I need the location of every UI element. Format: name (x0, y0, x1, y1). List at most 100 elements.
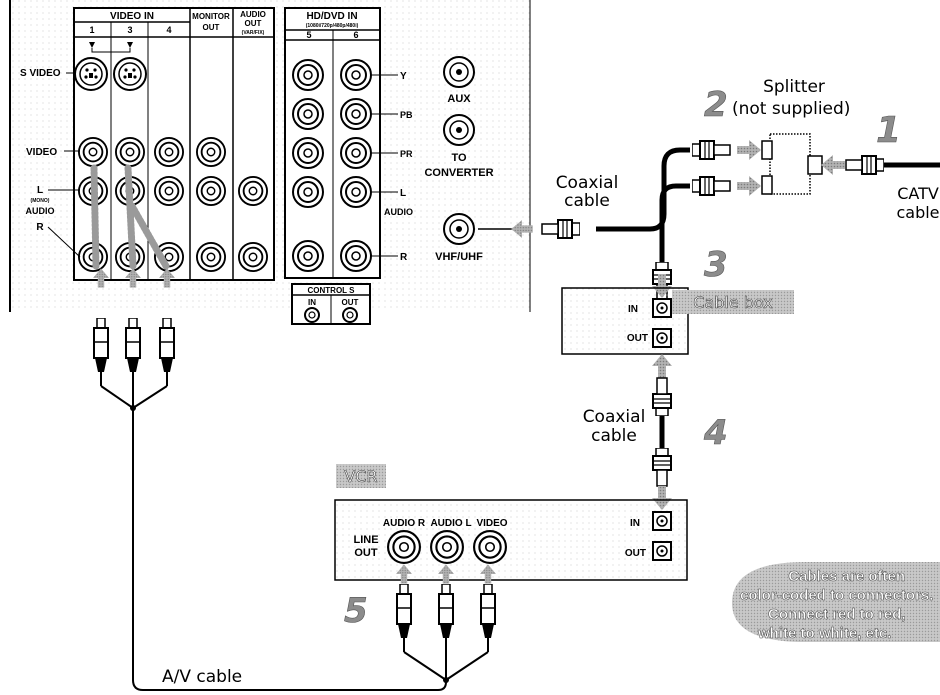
pb-jack-5 (292, 98, 324, 130)
vcr-out-label: OUT (625, 548, 646, 559)
arrow-to-splitter-bottom (737, 176, 761, 196)
vhf-uhf-jack (443, 213, 475, 245)
audio-l-jack-4 (154, 176, 184, 206)
av-plug-video-vcr (480, 584, 496, 652)
coax-connector-splitter-bottom (692, 176, 731, 196)
av-plug-audio-r-tv (93, 318, 109, 386)
catv-connector (845, 155, 884, 175)
hd-audio-l-jack-6 (340, 176, 372, 208)
col-4-label: 4 (166, 25, 171, 35)
s-video-label: S VIDEO (20, 68, 61, 79)
step-5: 5 (344, 591, 368, 631)
control-s-in-label: IN (308, 298, 316, 307)
coax-label-1-line2: cable (564, 191, 610, 211)
note-line-2: color-coded to connectors. (740, 587, 933, 604)
av-cable-label: A/V cable (162, 667, 242, 687)
coax-label-2-line1: Coaxial (583, 407, 646, 427)
av-plug-audio-l-tv (159, 318, 175, 386)
vcr-video-label: VIDEO (476, 518, 507, 529)
control-s-panel: CONTROL S IN OUT (291, 283, 371, 325)
coax-connector-cable-box-out (652, 377, 672, 416)
vcr-in-label: IN (630, 518, 640, 529)
vhf-uhf-label: VHF/UHF (435, 251, 483, 263)
coax-splitter-to-cable-box (652, 176, 761, 301)
av-plug-audio-r-vcr (396, 584, 412, 652)
aux-label: AUX (447, 93, 471, 105)
hd-audio-r-jack-5 (292, 240, 324, 272)
video-jack-1 (78, 137, 108, 167)
note-line-4: white to white, etc. (757, 625, 891, 642)
vcr-label-box: VCR (336, 464, 386, 488)
coax-connector-splitter-top (692, 140, 731, 160)
hd-dvd-resolution: (1080i/720p/480p/480i) (306, 23, 359, 29)
note-line-1: Cables are often (788, 568, 905, 585)
to-converter-label-1: TO (451, 152, 467, 164)
coax-label-2-line2: cable (591, 426, 637, 446)
pb-label: PB (400, 110, 413, 120)
audio-out-r-jack (238, 242, 268, 272)
step-1: 1 (876, 110, 901, 151)
note-line-3: Connect red to red, (768, 606, 906, 623)
audio-l-label: L (37, 185, 43, 196)
catv-label-2: cable (896, 203, 939, 222)
hd-dvd-in-jack-panel: HD/DVD IN (1080i/720p/480p/480i) 5 6 (284, 7, 381, 279)
monitor-out-label-1: MONITOR (192, 12, 230, 21)
coax-connector-vcr-in (652, 448, 672, 487)
monitor-out-label-2: OUT (203, 23, 220, 32)
col-6-label: 6 (353, 30, 358, 40)
step-2: 2 (704, 85, 728, 125)
vcr-video-jack (473, 530, 507, 564)
arrow-to-splitter-top (737, 140, 761, 160)
vcr-audio-r-label: AUDIO R (383, 518, 426, 529)
video-jack-3 (115, 137, 145, 167)
cable-box: IN OUT (561, 287, 689, 355)
pr-label: PR (400, 149, 413, 159)
av-cable (90, 164, 496, 691)
audio-out-label-3: (VAR/FIX) (242, 30, 265, 36)
audio-out-label-2: OUT (245, 19, 262, 28)
hd-dvd-in-header: HD/DVD IN (306, 11, 357, 22)
tv-rear-panel: VIDEO IN 1 3 4 MONITOR OUT AUDIO OUT (VA… (9, 0, 531, 325)
vcr-label: VCR (344, 467, 377, 486)
hd-audio-label: AUDIO (384, 207, 413, 217)
video-label: VIDEO (26, 147, 57, 158)
av-plug-video-tv (125, 318, 141, 386)
hd-audio-r-jack-6 (340, 240, 372, 272)
video-jack-4 (154, 137, 184, 167)
to-converter-jack (443, 114, 475, 146)
s-video-jack-3 (113, 57, 147, 91)
audio-out-label-1: AUDIO (240, 10, 266, 19)
vcr-line-out-1: LINE (353, 534, 378, 546)
cable-box-label-box: Cable box (672, 290, 794, 314)
vcr-audio-l-jack (430, 530, 464, 564)
aux-jack (443, 56, 475, 88)
monitor-audio-l-jack (196, 176, 226, 206)
monitor-audio-r-jack (196, 242, 226, 272)
cable-box-in-label: IN (628, 304, 638, 315)
col-5-label: 5 (306, 30, 311, 40)
pr-jack-5 (292, 137, 324, 169)
to-converter-label-2: CONVERTER (424, 167, 493, 179)
splitter (761, 133, 823, 195)
catv-label-1: CATV (897, 184, 939, 203)
step-3: 3 (704, 245, 728, 285)
pb-jack-6 (340, 98, 372, 130)
cable-box-out-label: OUT (627, 333, 648, 344)
vcr-line-out-2: OUT (354, 547, 378, 559)
splitter-note: (not supplied) (732, 99, 850, 119)
y-label: Y (400, 71, 407, 82)
cable-box-label: Cable box (693, 293, 772, 312)
control-s-header: CONTROL S (308, 286, 356, 295)
catv-cable (821, 155, 940, 175)
arrow-to-splitter-input (821, 155, 845, 175)
mono-label: (MONO) (31, 198, 50, 204)
monitor-video-jack (196, 137, 226, 167)
hd-audio-r-label: R (400, 252, 408, 263)
coax-cable-box-to-vcr (652, 354, 672, 510)
hd-audio-l-label: L (400, 188, 406, 199)
vcr-audio-r-jack (387, 530, 421, 564)
coax-label-1-line1: Coaxial (556, 173, 619, 193)
audio-r-label: R (36, 222, 44, 233)
y-jack-5 (292, 59, 324, 91)
